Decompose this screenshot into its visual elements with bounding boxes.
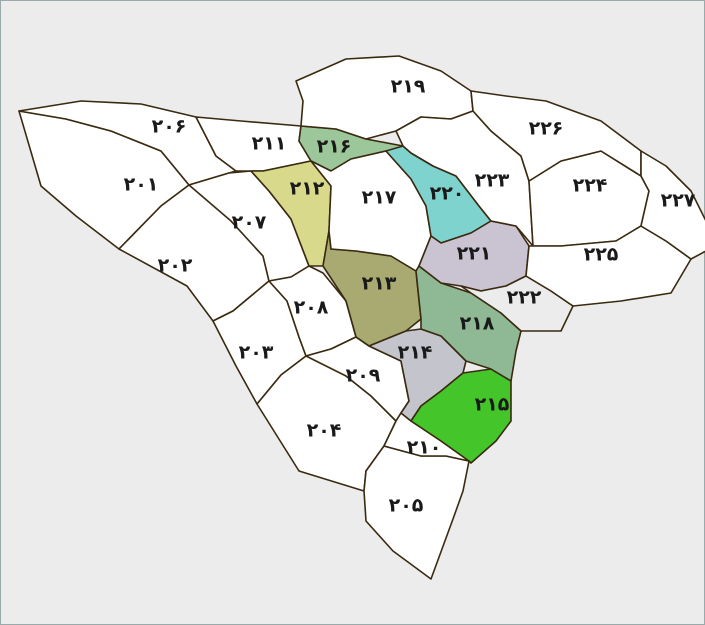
- district-label-210: ۲۱۰: [407, 437, 442, 459]
- district-region-226: [470, 90, 642, 182]
- district-label-223: ۲۲۳: [475, 170, 510, 192]
- district-label-201: ۲۰۱: [124, 174, 159, 196]
- district-label-219: ۲۱۹: [391, 76, 426, 98]
- district-label-217: ۲۱۷: [362, 187, 397, 209]
- district-label-218: ۲۱۸: [460, 313, 495, 335]
- district-region-215: [410, 368, 512, 464]
- district-label-213: ۲۱۳: [362, 273, 397, 295]
- district-region-205: [363, 445, 470, 580]
- district-label-227: ۲۲۷: [661, 190, 696, 212]
- district-label-214: ۲۱۴: [398, 342, 433, 364]
- district-label-209: ۲۰۹: [346, 365, 381, 387]
- district-label-203: ۲۰۳: [239, 342, 274, 364]
- district-label-216: ۲۱۶: [317, 136, 352, 158]
- district-label-205: ۲۰۵: [389, 495, 424, 517]
- district-label-212: ۲۱۲: [290, 178, 325, 200]
- district-region-218: [415, 265, 522, 382]
- district-region-227: [640, 150, 705, 260]
- district-label-215: ۲۱۵: [475, 394, 510, 416]
- district-label-226: ۲۲۶: [529, 118, 564, 140]
- district-label-206: ۲۰۶: [152, 116, 187, 138]
- district-label-208: ۲۰۸: [294, 297, 329, 319]
- district-region-223: [395, 110, 534, 247]
- district-label-204: ۲۰۴: [307, 420, 342, 442]
- district-region-225: [525, 225, 692, 307]
- district-label-207: ۲۰۷: [232, 212, 267, 234]
- district-labels: ۲۰۱ ۲۰۲ ۲۰۳ ۲۰۴ ۲۰۵ ۲۰۶ ۲۰۷ ۲۰۸ ۲۰۹ ۲۱۰ ۲۱۱ ۲۱۲ ۲۱۳ ۲…: [124, 76, 696, 517]
- district-label-220: ۲۲۰: [430, 183, 465, 205]
- district-label-224: ۲۲۴: [573, 175, 608, 197]
- district-label-222: ۲۲۲: [507, 287, 542, 309]
- district-label-211: ۲۱۱: [252, 133, 287, 155]
- district-regions: [18, 55, 705, 580]
- district-label-221: ۲۲۱: [457, 243, 492, 265]
- district-label-202: ۲۰۲: [158, 255, 193, 277]
- district-label-225: ۲۲۵: [584, 244, 619, 266]
